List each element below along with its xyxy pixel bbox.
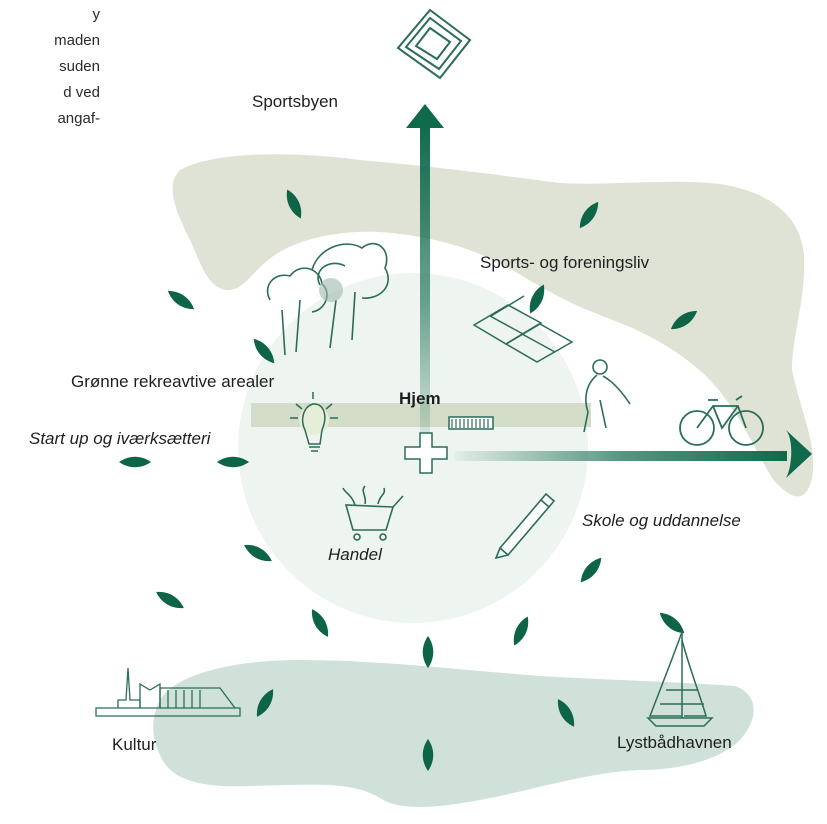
leaf: [286, 189, 302, 219]
leaf: [167, 290, 195, 310]
intro-line: maden: [54, 32, 100, 49]
trees-icon: [266, 242, 389, 356]
label-lystbaadhavnen: Lystbådhavnen: [617, 733, 732, 752]
leaf: [256, 689, 274, 717]
leaf: [580, 557, 602, 583]
bicycle-icon: [679, 395, 764, 446]
label-sports-foreningsliv: Sports- og foreningsliv: [480, 253, 650, 272]
arrow-right: [455, 430, 812, 478]
intro-line: d ved: [63, 84, 100, 101]
person-icon: [583, 359, 631, 433]
shopping-cart-icon: [342, 485, 404, 541]
pencil-icon: [494, 492, 556, 560]
leaf: [422, 636, 434, 668]
intro-line: suden: [59, 58, 100, 75]
land-area-top: [172, 154, 814, 497]
label-sportsbyen: Sportsbyen: [252, 92, 338, 111]
intro-text-fragment: y maden suden d ved angaf-: [0, 2, 100, 132]
leaf: [156, 591, 184, 609]
leaf: [659, 612, 685, 634]
arrow-up: [406, 104, 444, 452]
leaf-markers: [119, 189, 698, 771]
label-startup: Start up og iværksætteri: [29, 429, 211, 448]
leaf: [557, 699, 575, 727]
stadium-icon: [396, 8, 472, 80]
leaf: [670, 310, 698, 330]
leaf: [253, 338, 275, 364]
leaf: [311, 609, 329, 637]
cross-icon: [404, 432, 448, 474]
leaf: [119, 456, 151, 468]
bench-icon: [448, 416, 494, 430]
label-groenne-arealer: Grønne rekreavtive arealer: [71, 372, 275, 391]
label-handel: Handel: [328, 545, 382, 564]
leaf: [513, 616, 529, 646]
sailboat-icon: [646, 631, 714, 727]
center-label-hjem: Hjem: [399, 389, 441, 408]
intro-line: angaf-: [57, 110, 100, 127]
intro-line: y: [92, 6, 101, 23]
lightbulb-icon: [290, 392, 338, 452]
concert-hall-icon: [95, 667, 241, 717]
water-area: [153, 660, 754, 808]
leaf: [529, 284, 545, 314]
label-skole: Skole og uddannelse: [582, 511, 741, 530]
leaf: [422, 739, 434, 771]
leaf: [217, 456, 249, 468]
leaf: [244, 544, 272, 562]
leaf: [579, 201, 599, 229]
label-kultur: Kultur: [112, 735, 157, 754]
football-fields-icon: [472, 295, 574, 363]
